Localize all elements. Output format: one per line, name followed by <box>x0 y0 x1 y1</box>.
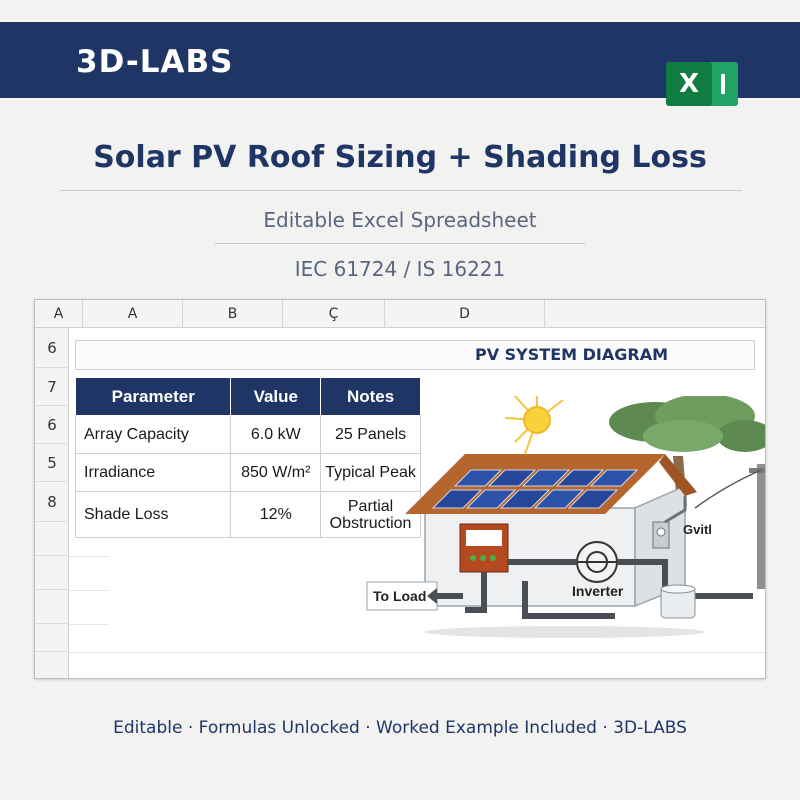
table-row: Shade Loss 12% Partial Obstruction <box>74 491 421 538</box>
inverter-icon <box>576 541 618 583</box>
divider <box>60 190 742 191</box>
corner-cell: A <box>35 300 83 328</box>
tree-icon <box>609 396 765 506</box>
footer-tagline: Editable · Formulas Unlocked · Worked Ex… <box>113 718 687 738</box>
meter-icon <box>652 496 687 549</box>
row-header <box>35 556 69 590</box>
column-header-d: D <box>385 300 545 328</box>
cell-value[interactable]: 6.0 kW <box>230 415 322 454</box>
cell-parameter[interactable]: Array Capacity <box>74 415 232 454</box>
utility-pole-icon <box>694 464 765 589</box>
spreadsheet-preview: A A B Ç D 6 7 6 5 8 PV SYSTEM DIAGRAM Pa… <box>34 299 766 679</box>
page-subtitle: Editable Excel Spreadsheet <box>263 208 537 232</box>
sun-icon <box>504 396 564 455</box>
tank-icon <box>660 584 696 619</box>
row-header: 7 <box>35 368 69 406</box>
header-bar: 3D-LABS X <box>0 22 800 106</box>
table-row: Array Capacity 6.0 kW 25 Panels <box>74 415 421 454</box>
column-header-c: Ç <box>283 300 385 328</box>
row-header: 6 <box>35 328 69 368</box>
to-load-callout <box>366 581 463 611</box>
cell-value[interactable]: 850 W/m² <box>230 453 322 492</box>
parameter-table: Parameter Value Notes Array Capacity 6.0… <box>74 377 421 538</box>
column-header-bar: A A B Ç D <box>35 300 765 328</box>
excel-icon: X <box>666 62 738 106</box>
diagram-title-cell[interactable]: PV SYSTEM DIAGRAM <box>75 340 755 370</box>
to-load-label: To Load <box>373 588 426 604</box>
inverter-label: Inverter <box>572 583 624 599</box>
cell-parameter[interactable]: Irradiance <box>74 453 232 492</box>
brand-logo: 3D-LABS <box>76 44 234 80</box>
notes-line: Obstruction <box>329 514 412 532</box>
divider <box>215 243 585 244</box>
table-row: Irradiance 850 W/m² Typical Peak <box>74 453 421 492</box>
page-title: Solar PV Roof Sizing + Shading Loss <box>93 140 707 175</box>
charge-controller-icon <box>459 523 509 573</box>
column-header-a: A <box>83 300 183 328</box>
row-header <box>35 624 69 652</box>
table-header-parameter: Parameter <box>74 377 232 416</box>
cell-notes[interactable]: Typical Peak <box>320 453 421 492</box>
table-header-value: Value <box>230 377 322 416</box>
row-header: 5 <box>35 444 69 482</box>
standards-line: IEC 61724 / IS 16221 <box>294 257 506 281</box>
row-header: 6 <box>35 406 69 444</box>
cell-notes[interactable]: 25 Panels <box>320 415 421 454</box>
grid-label: Gvitl <box>683 522 712 537</box>
diagram-title: PV SYSTEM DIAGRAM <box>474 345 668 364</box>
row-header <box>35 590 69 624</box>
solar-panel-array <box>431 469 639 509</box>
column-header-b: B <box>183 300 283 328</box>
pv-system-diagram: Gvitl Inverter <box>366 396 765 638</box>
row-header-bar: 6 7 6 5 8 <box>35 328 69 678</box>
cell-notes[interactable]: Partial Obstruction <box>320 491 421 538</box>
cell-parameter[interactable]: Shade Loss <box>74 491 232 538</box>
notes-line: Partial <box>347 497 394 515</box>
row-header <box>35 522 69 556</box>
row-header: 8 <box>35 482 69 522</box>
cell-value[interactable]: 12% <box>230 491 322 538</box>
conduit <box>465 559 753 619</box>
column-header-blank <box>545 300 765 328</box>
